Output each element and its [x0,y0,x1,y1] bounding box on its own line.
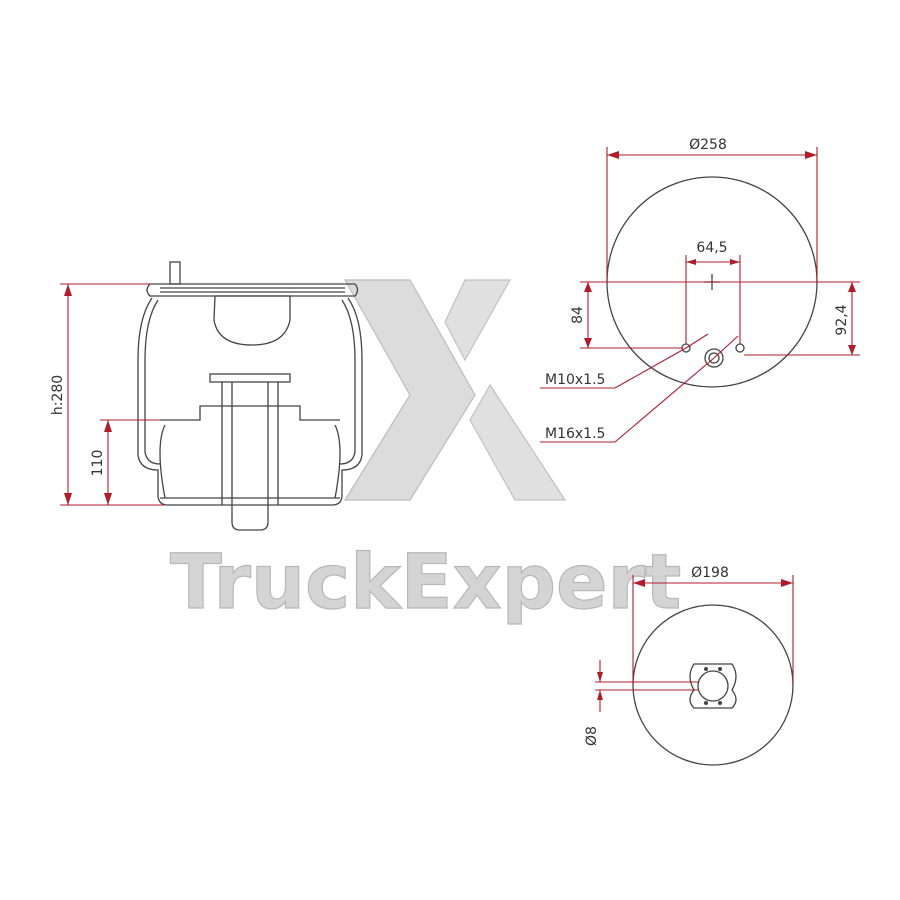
piston-rim [160,405,340,421]
bolt-hole-m10-right [735,343,745,353]
bolt-spacing-label: 64,5 [696,240,727,256]
center-tube [221,382,279,505]
offset-left-label: 84 [570,306,586,324]
lower-height-label: 110 [90,450,106,477]
thread-m10-label: M10x1.5 [545,372,605,388]
bottom-diameter-label: Ø198 [691,565,729,581]
bottom-view [632,604,794,766]
side-dimensions [60,283,165,506]
thread-m16-label: M16x1.5 [545,426,605,442]
top-plate [146,283,359,297]
offset-right-label: 92,4 [834,304,850,335]
center-bore [697,670,729,702]
hole-diameter-label: Ø8 [584,726,600,746]
bellows-inner-left [144,299,161,465]
top-plate-lip [160,287,345,293]
watermark-logo [343,279,567,501]
bottom-nub [231,505,269,531]
bumper-block [213,295,291,346]
mounting-stud [169,261,181,285]
height-label: h:280 [50,375,66,415]
bellows-inner-right [339,299,356,465]
side-view [137,261,363,531]
top-diameter-label: Ø258 [689,137,727,153]
tube-cap [209,373,291,383]
top-dimensions [540,147,860,443]
bellows-outline [137,297,363,506]
watermark-brand-text: TruckExpert [170,537,681,626]
piston-body [159,424,341,499]
bottom-dimensions [595,575,794,712]
